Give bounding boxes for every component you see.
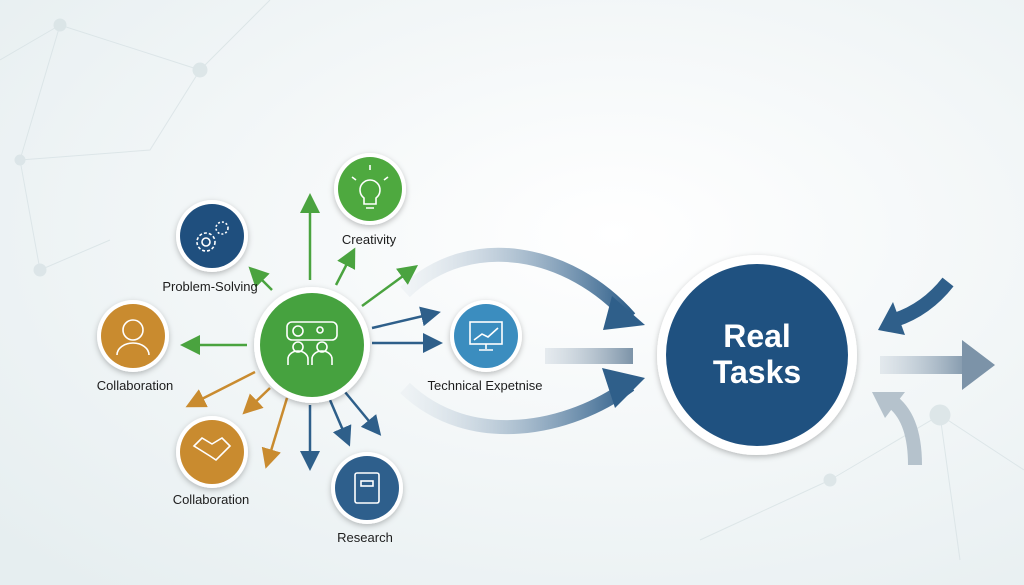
target-title-line2: Tasks [713, 354, 801, 390]
spoke-arrows [180, 193, 443, 471]
output-arrow [880, 356, 970, 374]
flow-arrow-upper [400, 247, 636, 323]
lightbulb-icon [351, 165, 389, 209]
input-arrow-top [892, 277, 954, 327]
target-title-line1: Real [723, 318, 791, 354]
arrowhead [878, 302, 905, 335]
flow-bar [545, 348, 633, 364]
network-background [0, 0, 1024, 561]
node-creativity: Creativity [334, 153, 406, 247]
node-label: Collaboration [97, 378, 174, 393]
person-icon [116, 319, 150, 356]
handshake-icon [192, 436, 232, 462]
node-label: Technical Expetnise [428, 378, 543, 393]
node-label: Creativity [342, 232, 397, 247]
node-collaboration-handshake: Collaboration [173, 416, 250, 507]
book-icon [354, 472, 380, 504]
monitor-chart-icon [469, 321, 503, 351]
gears-icon [196, 221, 229, 252]
node-label: Collaboration [173, 492, 250, 507]
node-problem-solving: Problem-Solving [162, 200, 258, 294]
node-research: Research [331, 452, 403, 545]
arrowhead [603, 296, 645, 330]
node-collaboration-person: Collaboration [97, 300, 174, 393]
flow-arrow-lower [400, 379, 635, 434]
node-technical-expertise: Technical Expetnise [428, 300, 543, 393]
arrowhead [602, 368, 645, 408]
real-tasks-node: Real Tasks [657, 255, 857, 455]
arrowhead [872, 392, 905, 418]
team-meeting-icon [286, 321, 338, 365]
hub-node [254, 287, 370, 403]
node-label: Research [337, 530, 393, 545]
node-label: Problem-Solving [162, 279, 257, 294]
arrowhead [962, 340, 995, 390]
